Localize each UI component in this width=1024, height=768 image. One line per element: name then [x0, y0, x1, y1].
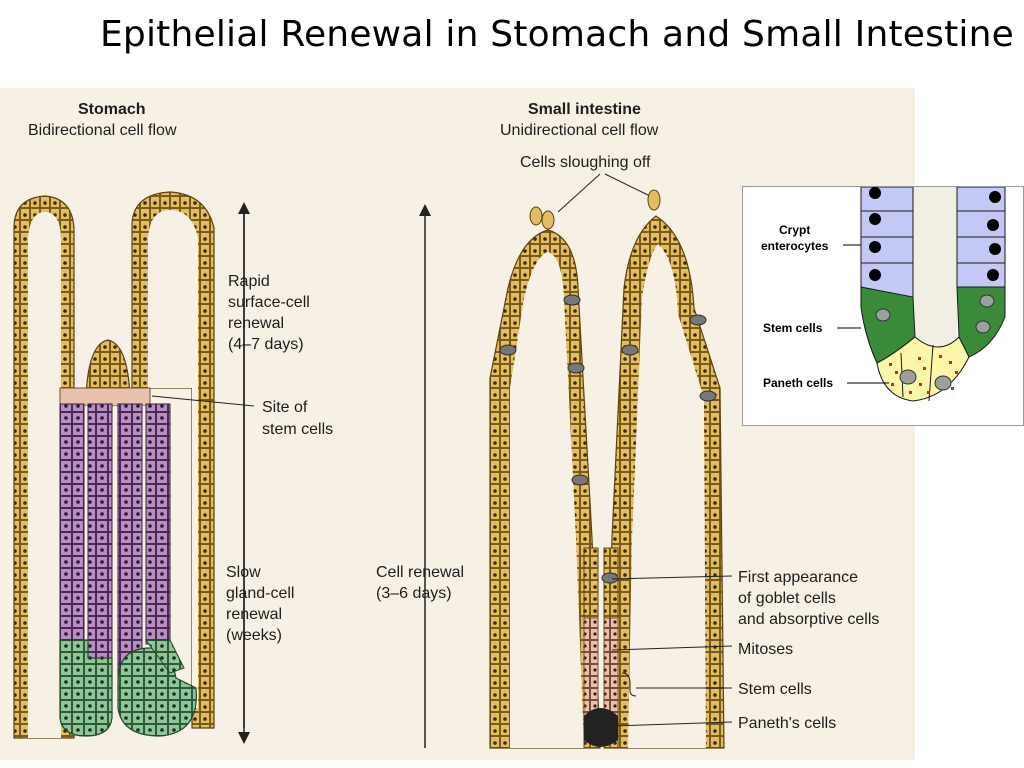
stem-site-leader-line: [151, 395, 255, 407]
goblet-leader-line: [611, 575, 733, 580]
sloughing-leader-left: [557, 173, 601, 213]
stomach-illustration: [13, 191, 215, 739]
intestine-paneth-label: Paneth's cells: [738, 715, 836, 732]
stomach-stem-site-label: Site of stem cells: [262, 399, 333, 438]
mitoses-leader-line: [611, 645, 733, 651]
inset-crypt-enterocytes-label: Crypt enterocytes: [761, 223, 829, 253]
crypt-inset-diagram: Crypt enterocytes Stem cells Paneth cell…: [761, 187, 1006, 402]
intestine-renewal-label: Cell renewal (3–6 days): [376, 564, 469, 602]
crypt-inset: Crypt enterocytes Stem cells Paneth cell…: [742, 186, 1024, 426]
stomach-rapid-renewal-label: Rapid surface-cell renewal (4–7 days): [228, 273, 314, 353]
intestine-mitoses-label: Mitoses: [738, 641, 793, 658]
inset-paneth-cells-label: Paneth cells: [763, 376, 833, 390]
stomach-subheading: Bidirectional cell flow: [28, 122, 177, 139]
stomach-slow-renewal-label: Slow gland-cell renewal (weeks): [226, 564, 299, 644]
slide-title: Epithelial Renewal in Stomach and Small …: [99, 14, 1014, 55]
intestine-heading: Small intestine: [528, 101, 641, 118]
inset-stem-cells-label: Stem cells: [763, 321, 823, 335]
stomach-heading: Stomach: [78, 101, 146, 118]
paneth-leader-line: [611, 721, 733, 727]
intestine-sloughing-label: Cells sloughing off: [520, 154, 651, 171]
intestine-illustration: [488, 189, 728, 749]
stem-cells-bracket: [621, 672, 637, 697]
intestine-stem-cells-label: Stem cells: [738, 681, 812, 698]
epithelium-illustration: Stomach Bidirectional cell flow Rapid su…: [13, 101, 879, 749]
intestine-goblet-label: First appearance of goblet cells and abs…: [738, 569, 879, 628]
sloughing-leader-right: [604, 173, 651, 197]
intestine-subheading: Unidirectional cell flow: [500, 122, 659, 139]
